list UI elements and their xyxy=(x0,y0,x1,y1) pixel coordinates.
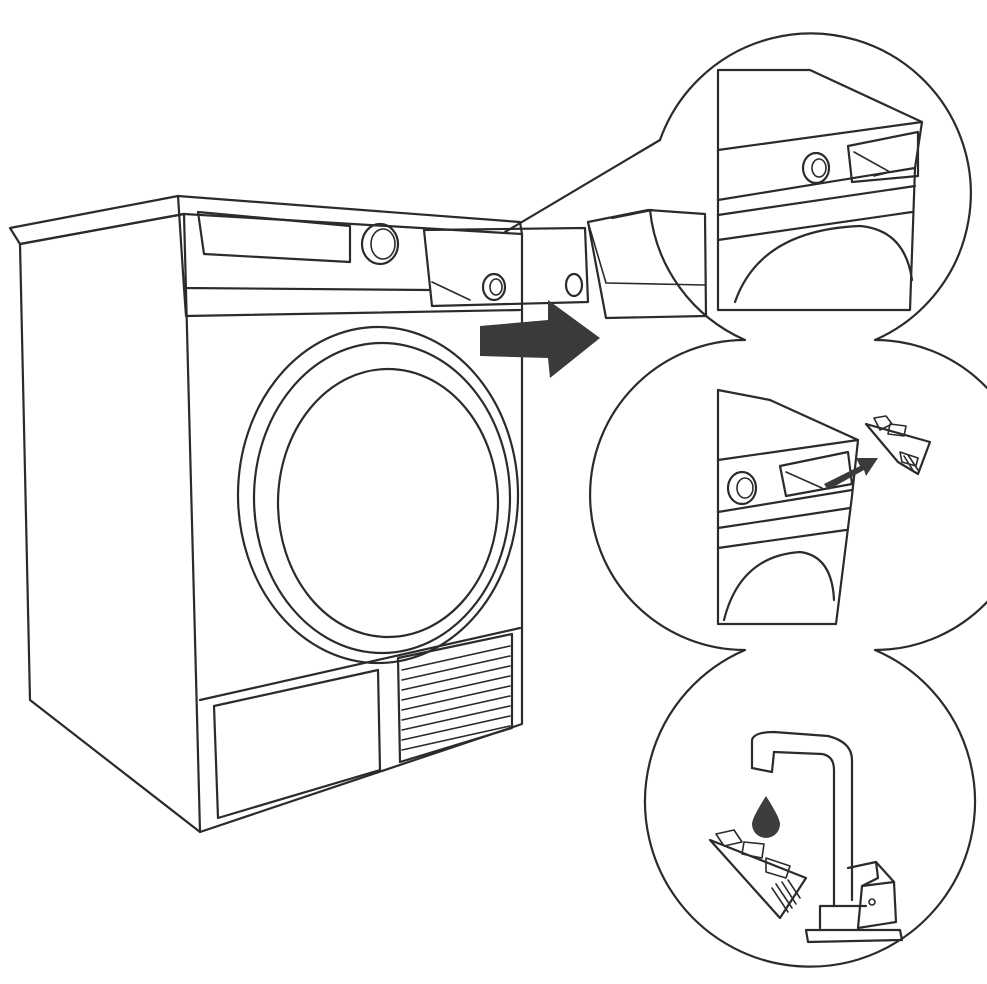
kickplate xyxy=(198,626,522,702)
dryer-top xyxy=(8,194,524,246)
drawer-closed xyxy=(846,130,920,184)
dryer-illustration xyxy=(8,194,708,834)
display-window xyxy=(196,210,352,264)
callout-leader xyxy=(503,138,662,234)
step3-rinse xyxy=(708,730,904,944)
faucet-icon xyxy=(750,730,904,944)
vent-grille xyxy=(396,632,514,764)
program-knob xyxy=(360,222,400,266)
rinsed-drawer-icon xyxy=(708,829,808,920)
drawer-slot xyxy=(422,226,590,308)
step1-drawer-location xyxy=(716,68,924,312)
water-drop-icon xyxy=(752,796,780,838)
arrow-pull-icon xyxy=(824,458,878,490)
dryer-left-side xyxy=(18,242,202,834)
arrow-right-icon xyxy=(480,300,600,378)
callout-circles xyxy=(503,32,987,968)
removed-drawer-icon xyxy=(864,415,932,476)
dryer-door xyxy=(236,325,520,665)
step2-pull-drawer xyxy=(716,388,932,626)
dryer-front xyxy=(182,212,524,834)
drawer-front-piece xyxy=(586,208,708,320)
drawer-slot-open xyxy=(778,450,854,498)
